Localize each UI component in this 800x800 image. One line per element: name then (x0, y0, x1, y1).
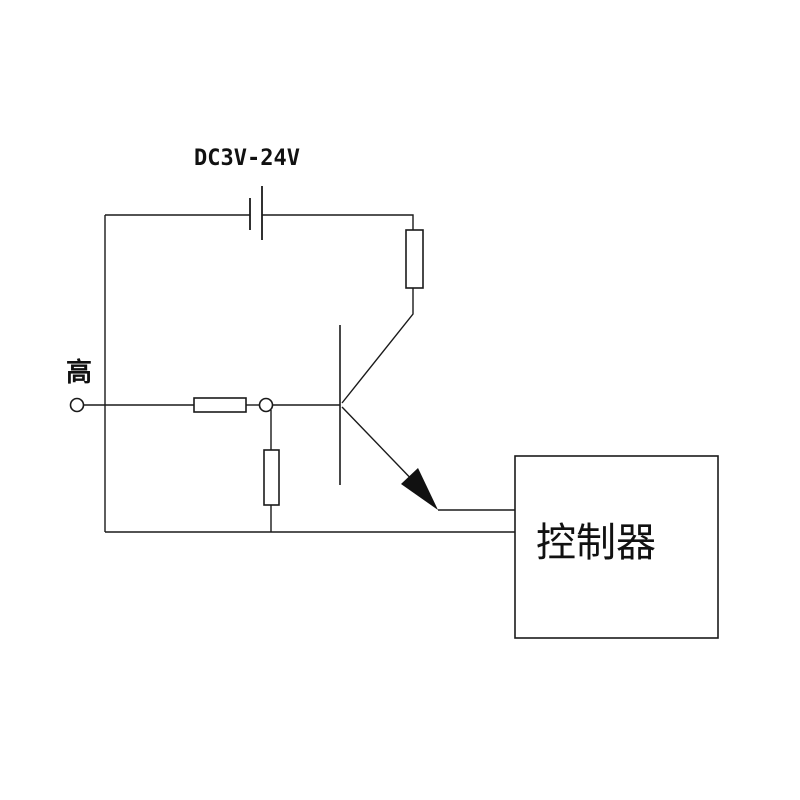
supply-voltage-label: DC3V-24V (194, 146, 300, 171)
base-resistor (193, 397, 247, 413)
collector-resistor (405, 229, 424, 289)
junction-node (258, 397, 274, 413)
input-terminal (69, 397, 85, 413)
controller-label: 控制器 (536, 520, 656, 566)
pulldown-resistor (263, 449, 280, 506)
top-wire-right (262, 214, 414, 230)
collector-wire (341, 288, 414, 404)
controller-box (514, 455, 719, 639)
emitter-wire (341, 406, 421, 489)
emitter-arrow (401, 468, 438, 510)
input-high-label: 高 (66, 358, 93, 388)
